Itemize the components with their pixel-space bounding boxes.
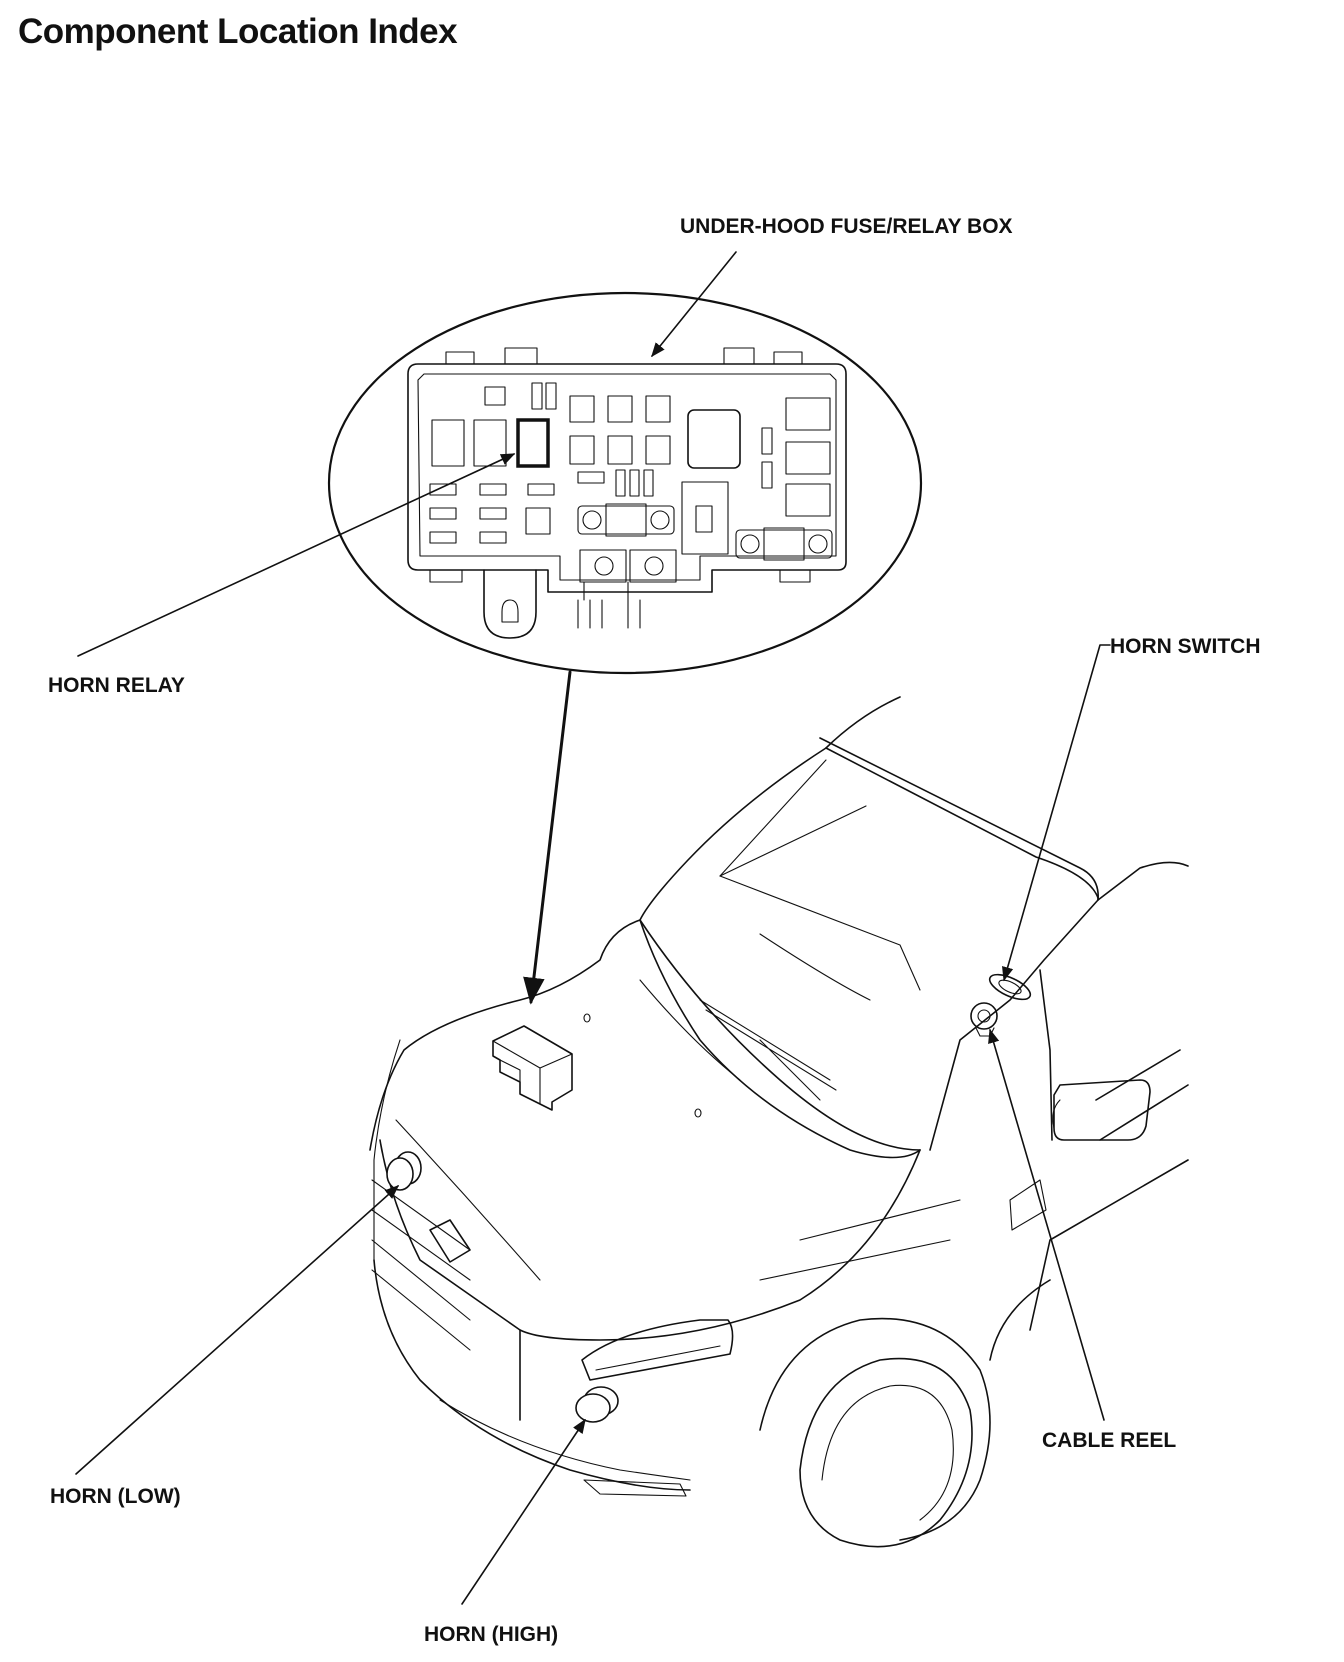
leader-fuse-box-vehicle <box>523 670 572 1005</box>
leader-horn-relay <box>77 453 516 657</box>
horn-switch-part <box>988 973 1032 1001</box>
vehicle-drawing <box>369 696 1189 1548</box>
leader-fuse-box <box>651 251 737 358</box>
leader-lines <box>75 251 1111 1605</box>
cable-reel-part <box>970 1002 998 1037</box>
horn-high-part <box>575 1386 619 1423</box>
label-horn-low: HORN (LOW) <box>50 1485 181 1508</box>
label-fuse-relay-box: UNDER-HOOD FUSE/RELAY BOX <box>680 215 1013 238</box>
label-horn-relay: HORN RELAY <box>48 674 185 697</box>
page-title: Component Location Index <box>18 12 458 51</box>
leader-horn-high <box>461 1418 586 1605</box>
leader-horn-switch <box>1002 644 1111 982</box>
label-cable-reel: CABLE REEL <box>1042 1429 1176 1452</box>
label-horn-switch: HORN SWITCH <box>1110 635 1261 658</box>
leader-horn-low <box>75 1185 400 1475</box>
horn-low-part <box>386 1151 422 1191</box>
fuse-box-on-vehicle <box>492 1025 573 1111</box>
leader-cable-reel <box>988 1028 1105 1421</box>
label-horn-high: HORN (HIGH) <box>424 1623 558 1646</box>
fuse-box-detail <box>327 291 923 675</box>
horn-relay-slot <box>516 418 550 468</box>
